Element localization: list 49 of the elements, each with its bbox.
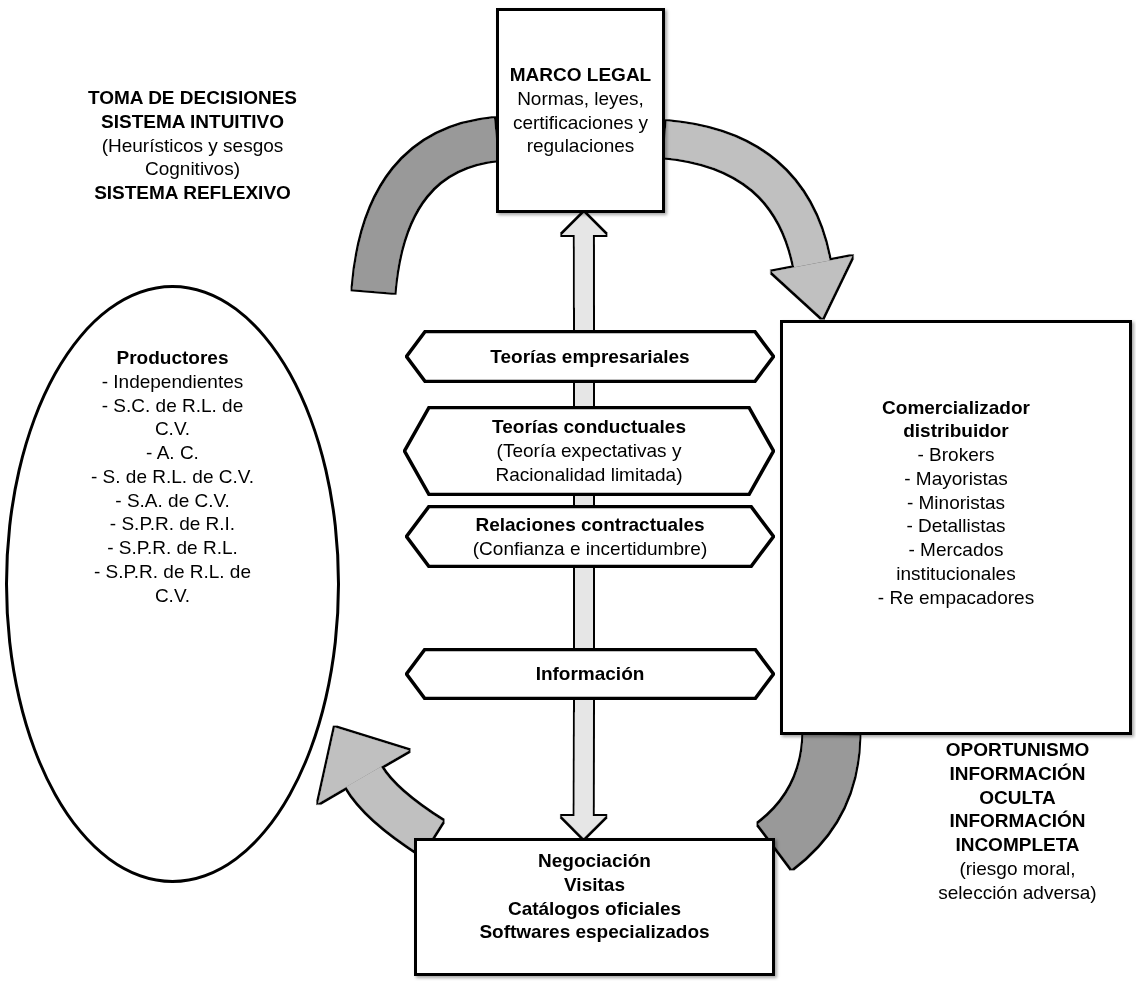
node-heading: Información <box>535 662 645 686</box>
node-heading: Comercializador distribuidor <box>881 395 1031 444</box>
node-heading: MARCO LEGAL <box>509 63 652 87</box>
concept-label: INFORMACIÓN OCULTA <box>948 761 1087 810</box>
distributor-box <box>780 320 1132 735</box>
connector-band <box>575 568 593 648</box>
concept-label: OPORTUNISMO <box>945 738 1090 762</box>
concept-label: SISTEMA INTUITIVO <box>101 109 284 134</box>
concept-label: INFORMACIÓN INCOMPLETA <box>948 809 1087 857</box>
node-text: - Mayoristas <box>904 466 1008 491</box>
connector-band <box>575 496 593 505</box>
node-text: - Re empacadores <box>877 585 1035 610</box>
node-heading: Negociación <box>538 849 651 873</box>
node-text: - Mercados institucionales <box>895 538 1017 586</box>
node-text: Visitas <box>564 872 625 897</box>
curved-band <box>757 733 860 869</box>
node-text: Normas, leyes, certificaciones y regulaciones <box>511 86 650 158</box>
node-text: (Teoría expectativas y Racionalidad limitada) <box>494 439 684 487</box>
node-heading: Teorías empresariales <box>490 344 690 369</box>
negotiation-box <box>414 838 775 976</box>
legal-framework-box <box>496 8 665 213</box>
node-text: - S.A. de C.V. <box>115 488 230 513</box>
node-text: - Brokers <box>917 443 995 467</box>
node-text: - S.C. de R.L. de C.V. <box>100 393 245 441</box>
concept-label: SISTEMA REFLEXIVO <box>94 181 291 205</box>
node-text: Softwares especializados <box>479 920 710 944</box>
block-arrow <box>561 699 606 838</box>
node-text: - A. C. <box>146 441 199 465</box>
note-text: (Heurísticos y sesgos Cognitivos) <box>100 133 285 181</box>
node-heading: Teorías conductuales <box>492 415 686 440</box>
theory-hexagon <box>403 406 775 496</box>
relations-hexagon <box>405 505 775 568</box>
node-text: - S. de R.L. de C.V. <box>91 464 254 489</box>
concept-label: TOMA DE DECISIONES <box>88 86 297 110</box>
theory-hexagon <box>405 330 775 383</box>
node-text: (Confianza e incertidumbre) <box>472 536 708 561</box>
information-hexagon <box>405 648 775 700</box>
node-heading: Productores <box>116 346 229 370</box>
node-text: - S.P.R. de R.L. de C.V. <box>93 559 252 608</box>
node-text: - Minoristas <box>906 490 1006 515</box>
node-heading: Relaciones contractuales <box>475 512 705 537</box>
connector-band <box>575 383 593 406</box>
node-text: Catálogos oficiales <box>507 896 682 921</box>
node-text: - Detallistas <box>906 514 1006 539</box>
node-text: - Independientes <box>101 369 244 394</box>
node-text: - S.P.R. de R.I. <box>109 512 236 536</box>
block-arrow <box>561 213 606 330</box>
node-text: - S.P.R. de R.L. <box>107 536 238 560</box>
note-text: (riesgo moral, selección adversa) <box>937 856 1098 905</box>
